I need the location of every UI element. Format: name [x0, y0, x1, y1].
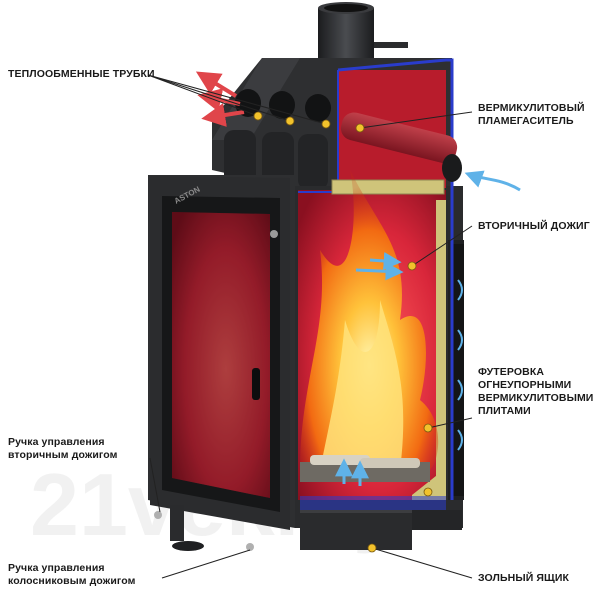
label-lining-line4: ПЛИТАМИ — [478, 405, 531, 417]
cold-air-arrows — [335, 170, 521, 486]
secondary-burn-handle[interactable] — [154, 511, 162, 519]
label-secondary-burn: ВТОРИЧНЫЙ ДОЖИГ — [478, 220, 590, 232]
label-flame-damper-line2: ПЛАМЕГАСИТЕЛЬ — [478, 115, 574, 127]
flame-damper — [331, 179, 445, 195]
grate-burn-handle[interactable] — [246, 543, 254, 551]
vermiculite-lining — [412, 200, 446, 500]
label-lining: ФУТЕРОВКА ОГНЕУПОРНЫМИ ВЕРМИКУЛИТОВЫМИ П… — [478, 366, 593, 418]
label-lining-line3: ВЕРМИКУЛИТОВЫМИ — [478, 392, 594, 404]
label-ash-box: ЗОЛЬНЫЙ ЯЩИК — [478, 572, 569, 584]
label-grate-handle: Ручка управления колосниковым дожигом — [8, 562, 135, 588]
callout-markers — [253, 111, 433, 553]
label-heat-tubes: ТЕПЛООБМЕННЫЕ ТРУБКИ — [8, 68, 155, 80]
chimney-pipe — [318, 2, 408, 58]
ash-box — [300, 510, 462, 550]
label-flame-damper: ВЕРМИКУЛИТОВЫЙ ПЛАМЕГАСИТЕЛЬ — [478, 102, 585, 128]
label-lining-line2: ОГНЕУПОРНЫМИ — [478, 379, 572, 391]
secondary-air-pipe — [340, 112, 462, 182]
heat-exchange-tubes — [224, 89, 331, 190]
label-secondary-handle-line1: Ручка управления — [8, 436, 105, 448]
label-grate-handle-line2: колосниковым дожигом — [8, 575, 136, 587]
label-grate-handle-line1: Ручка управления — [8, 562, 105, 574]
convection-panel — [452, 244, 464, 496]
door — [150, 176, 290, 530]
feet — [170, 505, 204, 551]
label-secondary-handle: Ручка управления вторичным дожигом — [8, 436, 118, 462]
leader-lines — [147, 74, 473, 579]
label-secondary-handle-line2: вторичным дожигом — [8, 449, 118, 461]
fire-flames — [300, 170, 439, 470]
label-lining-line1: ФУТЕРОВКА — [478, 366, 545, 378]
label-flame-damper-line1: ВЕРМИКУЛИТОВЫЙ — [478, 102, 585, 114]
